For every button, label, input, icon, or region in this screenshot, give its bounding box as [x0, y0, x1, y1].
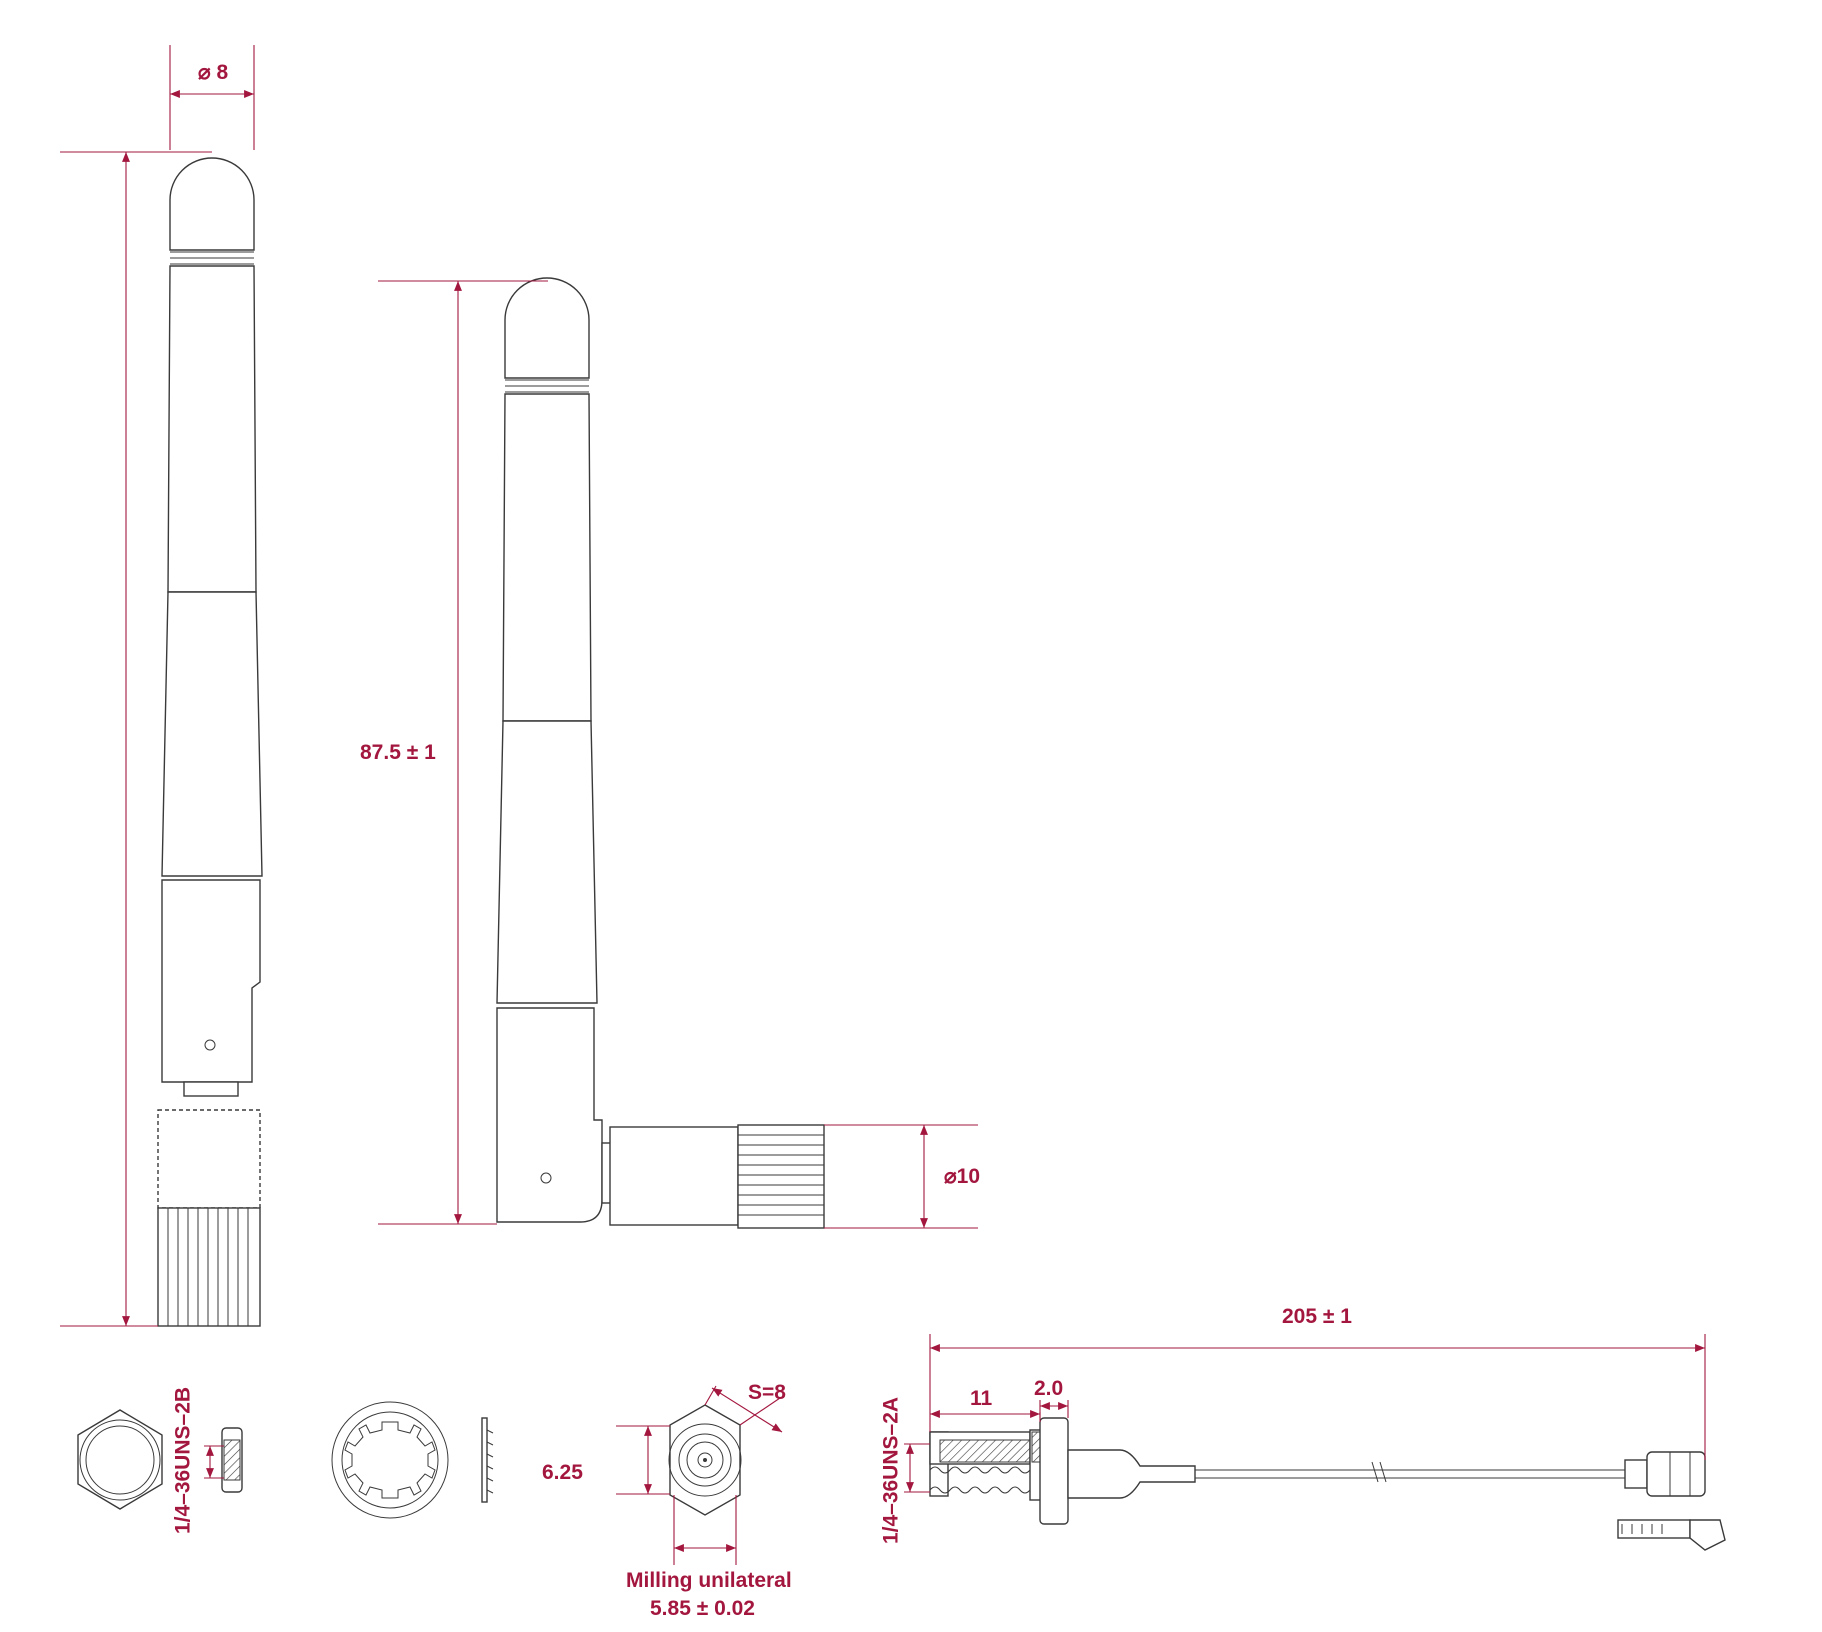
label-thread-bulkhead: 1/4–36UNS–2A	[879, 1396, 903, 1545]
hex-nut-front	[77, 1409, 163, 1510]
dimension-dia-connector	[824, 1124, 978, 1229]
hex-nut-side	[204, 1427, 243, 1493]
dimension-11	[930, 1410, 1041, 1422]
dimension-total-height	[60, 151, 212, 1327]
label-cable-length: 205 ± 1	[1282, 1305, 1352, 1328]
label-length-2: 2.0	[1034, 1377, 1064, 1400]
lock-washer-front	[331, 1401, 449, 1519]
dimension-hex-s	[704, 1385, 783, 1433]
antenna-bent-view	[496, 277, 825, 1229]
dimension-2	[1039, 1400, 1069, 1418]
label-thread-nut: 1/4–36UNS–2B	[171, 1386, 195, 1535]
label-across-flat: 6.25	[542, 1461, 583, 1484]
cable-assembly	[929, 1417, 1726, 1551]
lock-washer-side	[481, 1417, 494, 1503]
label-height-straight: 87.5 ± 1	[360, 741, 436, 764]
label-hex-s: S=8	[748, 1381, 786, 1404]
label-length-11: 11	[970, 1387, 993, 1410]
antenna-straight-view	[157, 157, 263, 1327]
bulkhead-front	[668, 1404, 742, 1516]
dimension-bent-height	[378, 280, 548, 1225]
dimension-across-flat	[616, 1425, 670, 1495]
dimension-thread-height	[904, 1443, 930, 1493]
label-milling-line2: 5.85 ± 0.02	[650, 1597, 755, 1620]
dimension-dia-top	[169, 45, 255, 150]
dimension-milling	[673, 1495, 737, 1565]
label-dia-connector: ⌀10	[944, 1165, 981, 1188]
label-milling-line1: Milling unilateral	[626, 1569, 792, 1592]
label-dia-top: ⌀ 8	[198, 61, 229, 84]
